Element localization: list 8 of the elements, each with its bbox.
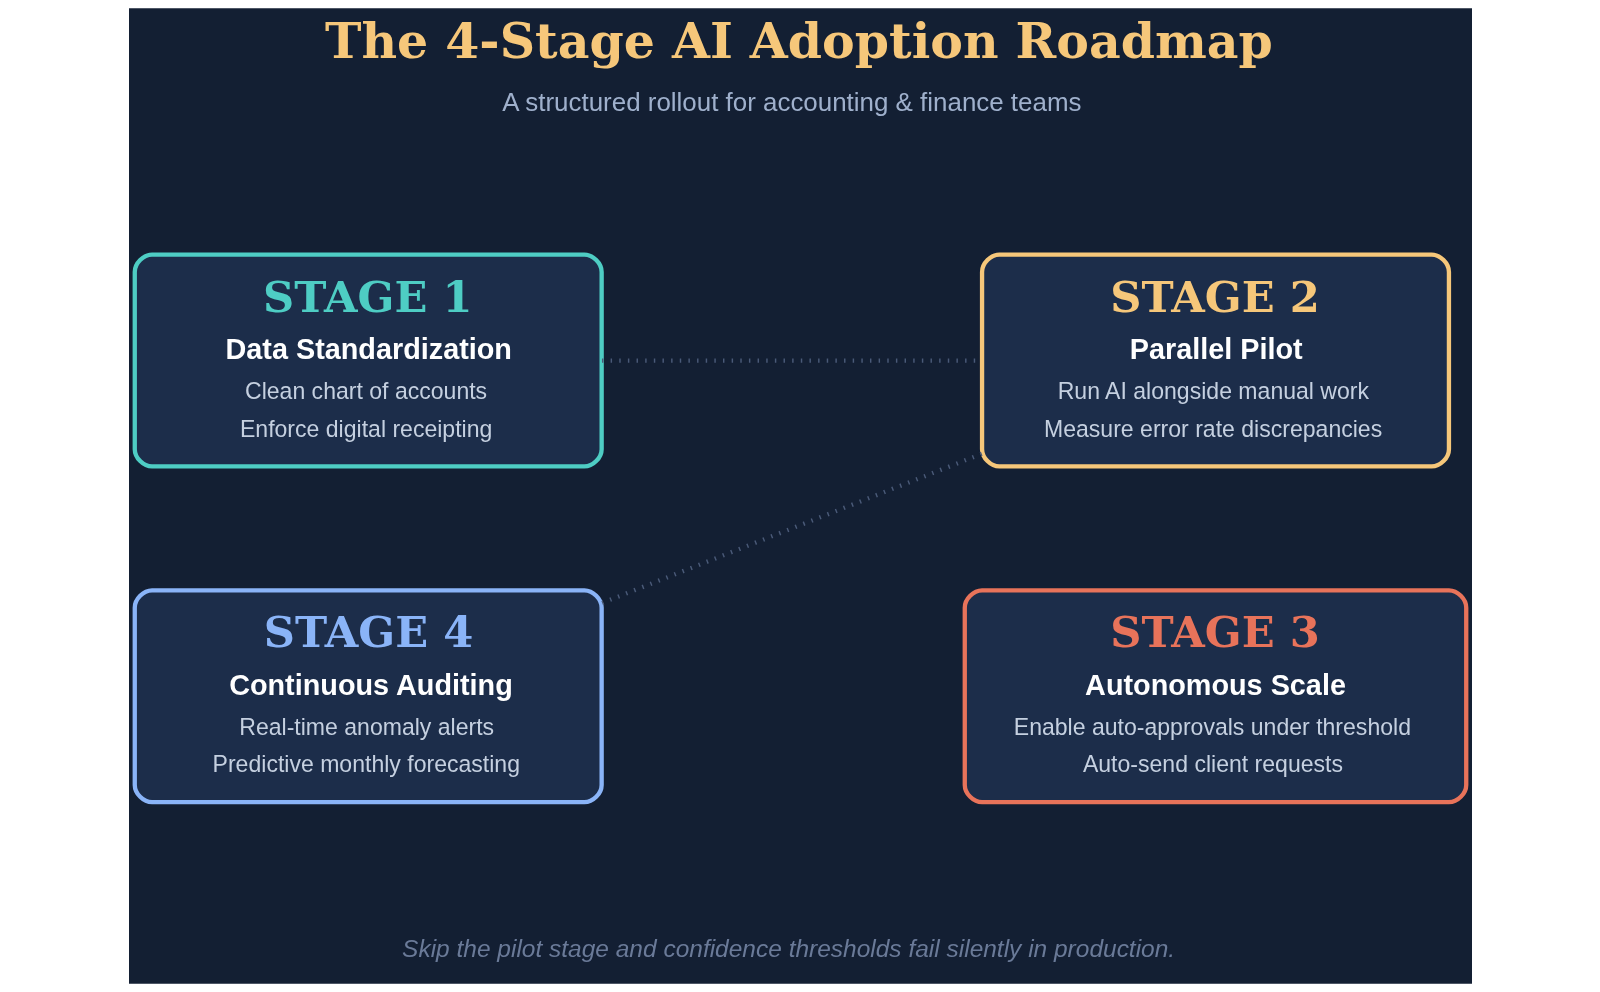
- node-box: STAGE 1 Data Standardization Clean chart of accounts Enforce digital receipting: [132, 252, 604, 469]
- node-box: STAGE 3 Autonomous Scale Enable auto-approvals under threshold Auto-send client requests: [962, 588, 1468, 805]
- node-box: STAGE 4 Continuous Auditing Real-time anomaly alerts Predictive monthly forecasting: [132, 588, 604, 805]
- diagram-title: The 4-Stage AI Adoption Roadmap: [324, 11, 1273, 70]
- caption: Skip the pilot stage and confidence thresholds fail silently in production.: [401, 934, 1175, 962]
- label: A structured rollout for accounting & finance teams: [501, 88, 1081, 117]
- node-box: STAGE 2 Parallel Pilot Run AI alongside manual work Measure error rate discrepancies: [979, 252, 1451, 469]
- connector: [600, 451, 983, 606]
